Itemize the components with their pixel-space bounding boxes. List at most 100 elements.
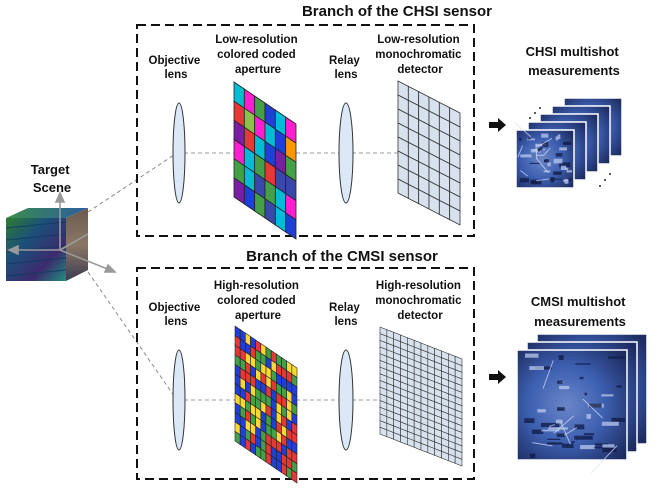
stack-ellipsis-dot [599, 185, 601, 187]
cmsi-measurement-texture [529, 366, 545, 371]
chsi-measurement-texture [544, 159, 550, 163]
cmsi-aperture-line3: aperture [235, 310, 281, 322]
cmsi-measurement-texture [556, 433, 565, 438]
cmsi-measurement-texture [524, 418, 535, 423]
chsi-measurement-road [535, 157, 549, 174]
cmsi-measurement-texture [575, 363, 591, 365]
chsi-measurement-texture [559, 147, 567, 151]
chsi-measurement-road [536, 138, 553, 148]
cmsi-measurement-texture [594, 446, 609, 449]
cmsi-measurement-texture [541, 429, 560, 432]
cmsi-detector-line1: High-resolution [376, 280, 461, 292]
cmsi-measurement-road [542, 360, 554, 389]
chsi-measurement-texture [519, 177, 529, 183]
chsi-measurement-texture [567, 169, 572, 171]
chsi-measurement-texture [555, 136, 559, 141]
cmsi-measurement-texture [601, 421, 619, 426]
chsi-measurement-texture [532, 149, 537, 152]
cmsi-measurements-line1: CMSI multishot [531, 294, 626, 309]
cmsi-measurement-road [553, 415, 575, 434]
chsi-measurement-texture [557, 134, 561, 140]
cmsi-aperture-line1: High-resolution [214, 280, 299, 292]
cmsi-aperture-cell [291, 469, 298, 484]
cmsi-measurement-texture [574, 435, 593, 440]
cmsi-measurement-texture [561, 443, 574, 448]
chsi-measurement-texture [529, 162, 540, 164]
cmsi-objective-line1: Objective [149, 302, 201, 314]
cmsi-measurement-texture [611, 417, 625, 422]
cube-axes [7, 191, 117, 273]
chsi-relay-line2: lens [334, 69, 357, 81]
chsi-measurement-texture [542, 142, 549, 148]
chsi-measurement-texture [543, 160, 547, 162]
chsi-measurement-texture [565, 178, 572, 181]
chsi-measurement-texture [530, 179, 542, 185]
chsi-measurement-texture [564, 167, 569, 170]
cmsi-measurement-texture [608, 356, 625, 359]
chsi-measurement-road [514, 122, 532, 138]
cmsi-output-arrow [489, 370, 506, 384]
cube-side-face [66, 208, 88, 281]
cmsi-measurement-road [548, 424, 555, 428]
chsi-detector-line3: detector [397, 64, 443, 76]
chsi-branch-box [136, 24, 475, 237]
chsi-branch-title: Branch of the CHSI sensor [302, 3, 492, 20]
chsi-measurement-texture [560, 165, 567, 170]
chsi-measurement-texture [566, 168, 572, 173]
chsi-measurement-texture [564, 178, 569, 184]
stack-ellipsis-dot [534, 112, 536, 114]
chsi-detector-line1: Low-resolution [377, 34, 459, 46]
cmsi-measurement-texture [537, 409, 546, 413]
chsi-coded-aperture [233, 81, 297, 240]
cmsi-aperture-line2: colored coded [217, 295, 296, 307]
chsi-measurement-road [536, 178, 549, 182]
cmsi-measurement-texture [588, 403, 602, 408]
cmsi-measurement-road [564, 427, 578, 436]
stack-ellipsis-dot [609, 173, 611, 175]
target-scene-label: Target Scene [31, 162, 73, 195]
cmsi-measurement-road [532, 442, 553, 447]
chsi-objective-label: Objective lens [149, 55, 204, 81]
chsi-measurement-texture [553, 171, 562, 175]
chsi-measurement-texture [550, 178, 563, 180]
cmsi-branch-title: Branch of the CMSI sensor [246, 248, 438, 265]
cmsi-objective-label: Objective lens [149, 302, 204, 328]
chsi-measurement-texture [559, 162, 571, 168]
cmsi-measurement-texture [616, 385, 622, 388]
cmsi-measurement-texture [602, 447, 617, 453]
cmsi-relay-line2: lens [334, 316, 357, 328]
cmsi-measurement-texture [529, 453, 536, 458]
chsi-measurements-line1: CHSI multishot [526, 44, 620, 59]
chsi-measurement-road [543, 147, 551, 156]
cmsi-relay-line1: Relay [329, 302, 360, 314]
stack-ellipsis-dot [604, 179, 606, 181]
chsi-relay-lens [338, 102, 354, 204]
cmsi-measurements-line2: measurements [534, 314, 626, 329]
stack-ellipsis-dot [539, 107, 541, 109]
chsi-measurement-texture [527, 138, 535, 141]
chsi-aperture-label: Low-resolution colored coded aperture [215, 34, 301, 76]
chsi-relay-label: Relay lens [329, 55, 363, 81]
chsi-aperture-line1: Low-resolution [215, 34, 297, 46]
cmsi-measurement-road [582, 398, 603, 419]
stack-ellipsis-dot [529, 117, 531, 119]
chsi-measurement-texture [553, 158, 563, 164]
chsi-measurement-road [520, 170, 529, 177]
chsi-measurement-stack [514, 97, 623, 189]
chsi-relay-line1: Relay [329, 55, 360, 67]
chsi-measurements-label: CHSI multishot measurements [526, 44, 623, 78]
cmsi-measurement-texture [559, 385, 570, 390]
chsi-measurement-texture [540, 146, 543, 151]
target-scene-cube [5, 191, 117, 281]
chsi-measurement-texture [550, 180, 554, 183]
cmsi-measurement-stack [516, 333, 648, 474]
chsi-objective-line1: Objective [149, 55, 201, 67]
cmsi-detector-cell [454, 456, 463, 467]
cmsi-aperture-label: High-resolution colored coded aperture [214, 280, 302, 322]
cmsi-measurement-texture [548, 427, 568, 430]
chsi-measurement-texture [527, 137, 531, 140]
chsi-detector-line2: monochromatic [375, 49, 462, 61]
chsi-measurement-frame [514, 122, 575, 189]
cmsi-measurement-texture [555, 419, 563, 424]
